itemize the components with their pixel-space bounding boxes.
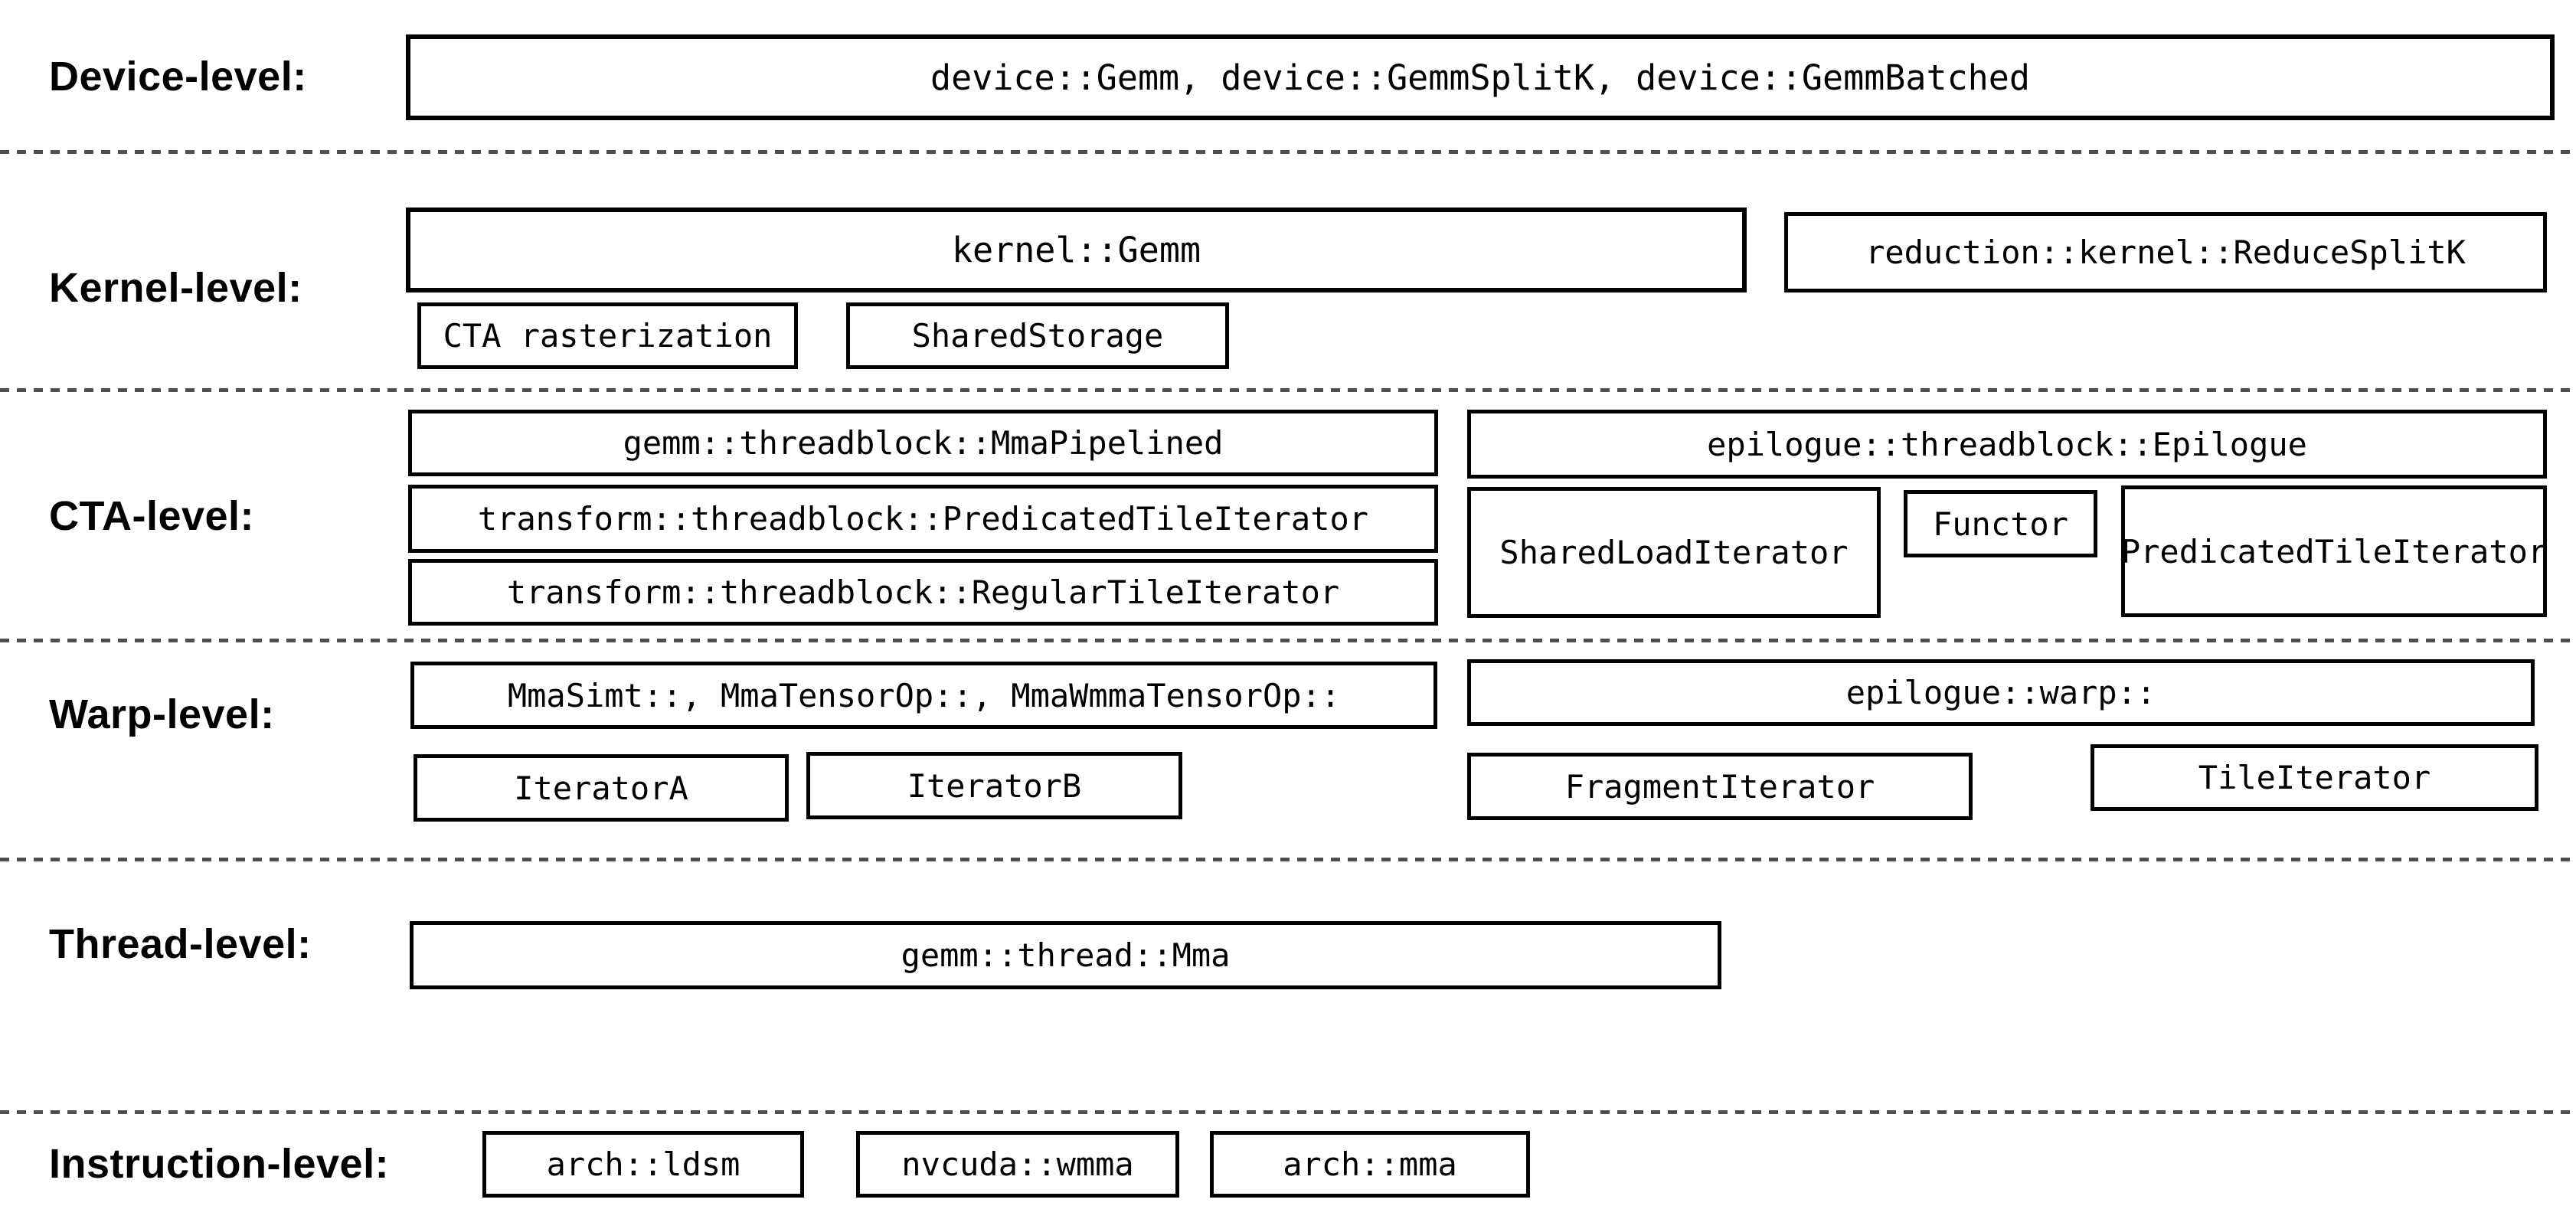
row-label-kernel-level: Kernel-level: [49,265,302,311]
row-label-warp-level: Warp-level: [49,691,275,737]
separator-warp-thread [0,858,2576,861]
row-label-thread-level: Thread-level: [49,921,312,967]
box-gemm-thread-mma: gemm::thread::Mma [410,921,1721,989]
box-epilogue-predicated-tile-iterator: PredicatedTileIterator [2121,485,2547,617]
box-iterator-a: IteratorA [414,754,789,822]
box-shared-storage: SharedStorage [846,302,1229,369]
row-label-cta-level: CTA-level: [49,493,255,539]
box-transform-threadblock-regular-tile-iterator: transform::threadblock::RegularTileItera… [408,559,1438,626]
box-shared-load-iterator: SharedLoadIterator [1467,487,1881,618]
box-arch-mma: arch::mma [1210,1131,1530,1198]
box-fragment-iterator: FragmentIterator [1467,753,1973,820]
separator-device-kernel [0,150,2576,154]
box-warp-mma-policies: MmaSimt::, MmaTensorOp::, MmaWmmaTensorO… [410,662,1437,729]
box-iterator-b: IteratorB [806,752,1182,819]
box-arch-ldsm: arch::ldsm [482,1131,804,1198]
box-nvcuda-wmma: nvcuda::wmma [856,1131,1179,1198]
box-kernel-gemm: kernel::Gemm [406,208,1747,292]
box-epilogue-threadblock-epilogue: epilogue::threadblock::Epilogue [1467,410,2547,479]
box-gemm-threadblock-mma-pipelined: gemm::threadblock::MmaPipelined [408,410,1438,476]
box-tile-iterator: TileIterator [2091,744,2538,811]
box-functor: Functor [1904,490,2097,557]
row-label-instruction-level: Instruction-level: [49,1141,390,1187]
box-epilogue-warp: epilogue::warp:: [1467,659,2535,726]
box-reduction-kernel-reduce-splitk: reduction::kernel::ReduceSplitK [1784,212,2547,292]
separator-kernel-cta [0,388,2576,392]
separator-cta-warp [0,639,2576,642]
box-cta-rasterization: CTA rasterization [417,302,798,369]
row-label-device-level: Device-level: [49,54,307,100]
box-device-gemm-apis: device::Gemm, device::GemmSplitK, device… [406,34,2555,120]
box-transform-threadblock-predicated-tile-iterator: transform::threadblock::PredicatedTileIt… [408,485,1438,553]
separator-thread-instruction [0,1110,2576,1114]
